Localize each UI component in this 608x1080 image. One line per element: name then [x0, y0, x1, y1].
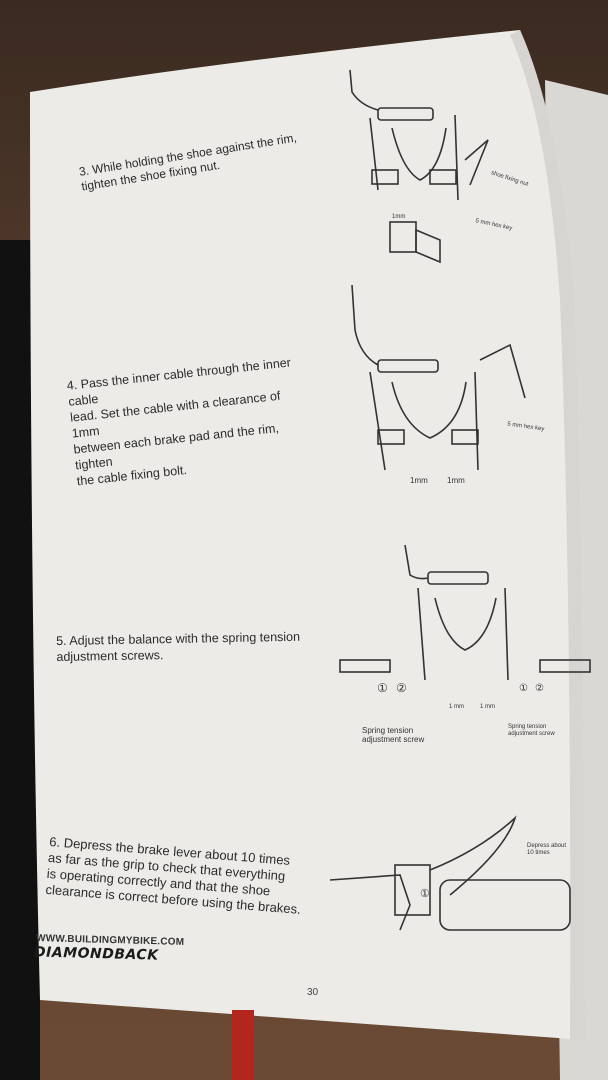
label-circle-1-right: ①	[519, 683, 528, 694]
label-lever-circle: ①	[420, 888, 430, 900]
label-depress-note: Depress about 10 times	[527, 843, 567, 856]
cover-logo-fragment	[232, 1010, 254, 1080]
diagram-brake-shoe	[349, 69, 489, 264]
label-balance-left: 1 mm	[449, 704, 464, 710]
footer-brand: DIAMONDBACK	[33, 944, 159, 964]
label-clearance-left: 1mm	[410, 476, 428, 485]
diagram-brake-lever	[329, 815, 571, 931]
page-fold-shadow	[510, 30, 585, 1040]
page-number: 30	[307, 987, 319, 998]
diagram-brake-cable	[351, 284, 526, 471]
label-circle-2-right: ②	[535, 683, 544, 694]
label-balance-right: 1 mm	[480, 704, 495, 710]
label-circle-2-left: ②	[396, 681, 407, 695]
label-spring-left: Spring tension adjustment screw	[362, 726, 425, 744]
label-clearance-right: 1mm	[447, 476, 465, 485]
label-circle-1-left: ①	[377, 681, 388, 695]
label-gap-1mm: 1mm	[392, 214, 406, 220]
manual-page	[30, 30, 585, 1040]
diagram-spring-balance	[339, 544, 591, 681]
label-spring-right: Spring tension adjustment screw	[508, 724, 555, 737]
step-5-text: 5. Adjust the balance with the spring te…	[56, 629, 301, 664]
